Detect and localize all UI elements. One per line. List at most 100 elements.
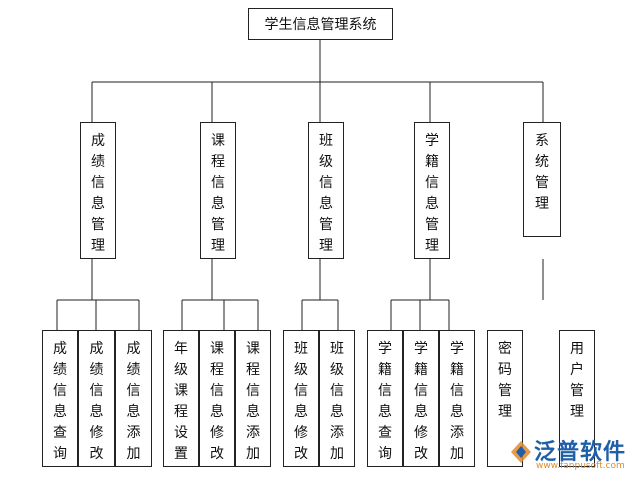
node-char: 息 (91, 196, 105, 212)
node-char: 绩 (91, 154, 105, 170)
node-char: 学 (378, 341, 392, 357)
node-char: 信 (211, 175, 225, 191)
node-char: 理 (498, 404, 512, 420)
node-char: 息 (450, 404, 464, 420)
node-char: 息 (330, 404, 344, 420)
node-char: 绩 (89, 362, 104, 378)
node-char: 成 (126, 341, 141, 357)
node-char: 程 (210, 362, 224, 378)
node-char: 管 (319, 217, 333, 233)
node-char: 用 (570, 341, 584, 357)
leaf-node: 学籍信息修改 (403, 330, 439, 467)
node-char: 息 (378, 404, 392, 420)
brand-logo-icon (511, 441, 531, 463)
root-label: 学生信息管理系统 (264, 17, 377, 33)
node-char: 理 (570, 404, 584, 420)
node-char: 信 (210, 383, 224, 399)
module-node: 系统管理 (523, 122, 561, 237)
leaf-node: 学籍信息查询 (367, 330, 403, 467)
leaf-node: 成绩信息添加 (115, 330, 152, 467)
node-char: 级 (174, 362, 188, 378)
node-char: 息 (210, 404, 224, 420)
leaf-node: 班级信息添加 (319, 330, 355, 467)
node-char: 查 (53, 425, 67, 441)
node-char: 改 (414, 446, 428, 462)
brand-watermark: 泛普软件 www.fanpusoft.com (508, 434, 634, 474)
node-char: 加 (450, 446, 464, 462)
root-node: 学生信息管理系统 (248, 8, 393, 40)
node-char: 学 (425, 133, 439, 149)
module-node: 成绩信息管理 (80, 122, 116, 259)
node-char: 级 (294, 362, 308, 378)
node-char: 息 (294, 404, 308, 420)
node-char: 户 (570, 362, 584, 378)
node-char: 加 (126, 446, 141, 462)
node-char: 息 (89, 404, 104, 420)
node-char: 信 (126, 383, 141, 399)
module-node: 课程信息管理 (200, 122, 236, 259)
node-char: 理 (319, 238, 333, 254)
node-char: 询 (53, 446, 67, 462)
node-char: 信 (425, 175, 439, 191)
node-char: 添 (126, 425, 141, 441)
node-char: 查 (378, 425, 392, 441)
node-char: 级 (319, 154, 333, 170)
node-char: 信 (330, 383, 344, 399)
node-char: 理 (425, 238, 439, 254)
node-char: 修 (89, 425, 104, 441)
leaf-node: 学籍信息添加 (439, 330, 475, 467)
node-char: 理 (535, 196, 549, 212)
node-char: 添 (450, 425, 464, 441)
node-char: 课 (210, 341, 224, 357)
node-char: 息 (425, 196, 439, 212)
leaf-node: 成绩信息修改 (78, 330, 115, 467)
node-char: 成 (89, 341, 104, 357)
node-char: 学 (414, 341, 428, 357)
leaf-node: 用户管理 (559, 330, 595, 467)
node-char: 理 (211, 238, 225, 254)
node-char: 信 (89, 383, 104, 399)
node-char: 管 (498, 383, 512, 399)
node-char: 信 (246, 383, 260, 399)
node-char: 程 (211, 154, 225, 170)
node-char: 修 (294, 425, 308, 441)
node-char: 询 (378, 446, 392, 462)
node-char: 信 (91, 175, 105, 191)
leaf-node: 年级课程设置 (163, 330, 199, 467)
node-char: 管 (570, 383, 584, 399)
node-char: 设 (174, 425, 188, 441)
node-char: 绩 (53, 362, 67, 378)
node-char: 加 (246, 446, 260, 462)
node-char: 改 (210, 446, 224, 462)
node-char: 理 (91, 238, 105, 254)
brand-url: www.fanpusoft.com (536, 461, 625, 471)
node-char: 码 (498, 362, 512, 378)
node-char: 级 (330, 362, 344, 378)
node-char: 信 (319, 175, 333, 191)
node-char: 绩 (126, 362, 141, 378)
node-char: 班 (294, 341, 308, 357)
node-char: 修 (414, 425, 428, 441)
node-char: 信 (450, 383, 464, 399)
node-char: 信 (414, 383, 428, 399)
leaf-node: 班级信息修改 (283, 330, 319, 467)
node-char: 息 (211, 196, 225, 212)
node-char: 课 (246, 341, 260, 357)
node-char: 管 (535, 175, 549, 191)
leaf-node: 密码管理 (487, 330, 523, 467)
node-char: 班 (319, 133, 333, 149)
node-char: 修 (210, 425, 224, 441)
node-char: 息 (246, 404, 260, 420)
node-char: 添 (330, 425, 344, 441)
node-char: 课 (174, 383, 188, 399)
node-char: 置 (174, 446, 188, 462)
node-char: 息 (126, 404, 141, 420)
node-char: 班 (330, 341, 344, 357)
node-char: 信 (294, 383, 308, 399)
node-char: 改 (89, 446, 104, 462)
node-char: 系 (535, 133, 549, 149)
node-char: 密 (498, 341, 512, 357)
node-char: 程 (246, 362, 260, 378)
node-char: 籍 (378, 362, 392, 378)
